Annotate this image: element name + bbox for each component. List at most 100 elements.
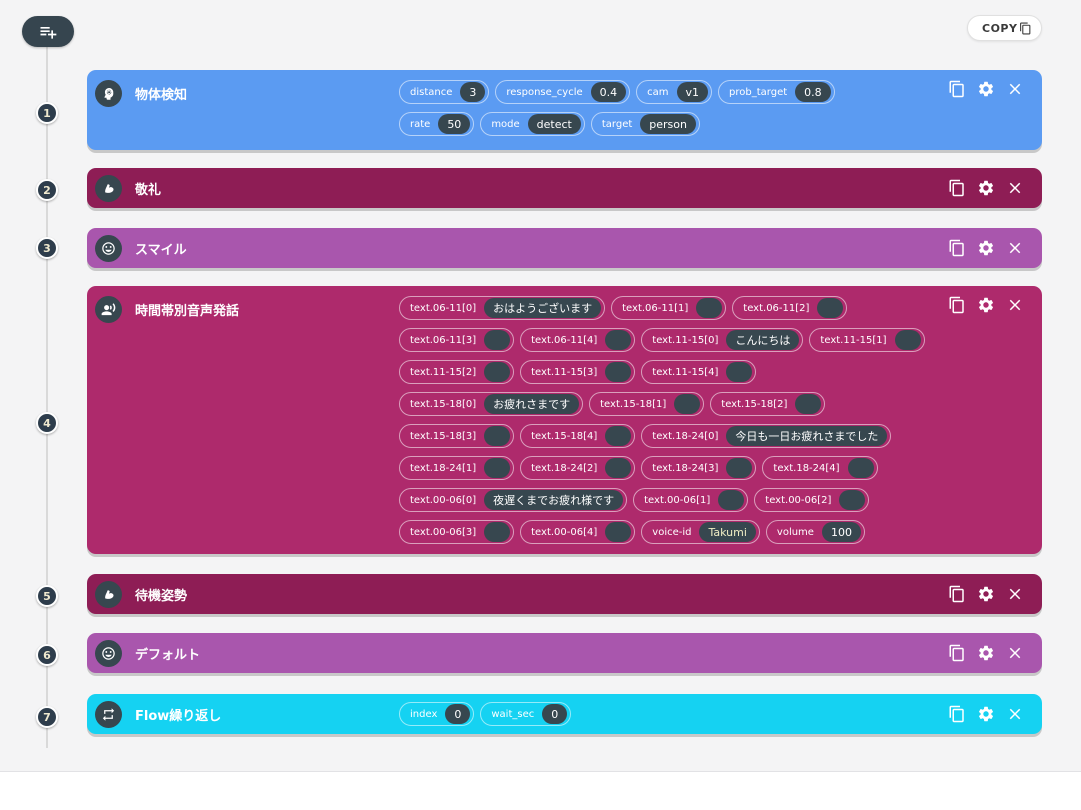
param-pill[interactable]: voice-id Takumi (641, 520, 760, 544)
param-pill[interactable]: text.06-11[2] (732, 296, 848, 320)
param-pill[interactable]: text.15-18[1] (589, 392, 705, 416)
param-pill[interactable]: text.06-11[4] (520, 328, 636, 352)
flow-card-object-detection[interactable]: 物体検知 distance 3 response_cycle 0.4 cam v… (87, 70, 1042, 150)
flow-card-time-based-speech[interactable]: 時間帯別音声発話 text.06-11[0] おはようございます text.06… (87, 286, 1042, 554)
param-pill[interactable]: text.18-24[1] (399, 456, 515, 480)
param-pill[interactable]: wait_sec 0 (480, 702, 572, 726)
param-pill[interactable]: text.11-15[2] (399, 360, 515, 384)
param-pill[interactable]: text.11-15[1] (809, 328, 925, 352)
flow-card-salute[interactable]: 敬礼 (87, 168, 1042, 208)
gear-icon[interactable] (977, 179, 995, 197)
param-pill[interactable]: text.18-24[2] (520, 456, 636, 480)
flow-card-smile[interactable]: スマイル (87, 228, 1042, 268)
param-value: detect (527, 114, 581, 134)
step-number-4: 4 (36, 412, 58, 434)
gear-icon[interactable] (977, 239, 995, 257)
param-value: 夜遅くまでお疲れ様です (484, 490, 624, 510)
param-pill[interactable]: text.18-24[4] (762, 456, 878, 480)
card-header: Flow繰り返し (87, 700, 399, 728)
param-pill[interactable]: volume 100 (765, 520, 865, 544)
param-pill[interactable]: prob_target 0.8 (718, 80, 835, 104)
param-list: text.06-11[0] おはようございます text.06-11[1] te… (399, 286, 944, 554)
param-pill[interactable]: text.06-11[0] おはようございます (399, 296, 606, 320)
param-pill[interactable]: text.11-15[3] (520, 360, 636, 384)
param-pill[interactable]: text.00-06[0] 夜遅くまでお疲れ様です (399, 488, 628, 512)
duplicate-icon[interactable] (948, 644, 966, 662)
param-pill[interactable]: text.06-11[1] (611, 296, 727, 320)
param-pill[interactable]: text.06-11[3] (399, 328, 515, 352)
param-value: 0.4 (590, 82, 627, 102)
gear-icon[interactable] (977, 296, 995, 314)
gear-icon[interactable] (977, 705, 995, 723)
param-value: 今日も一日お疲れさまでした (726, 426, 888, 446)
close-icon[interactable] (1006, 179, 1024, 197)
duplicate-icon[interactable] (948, 80, 966, 98)
param-value (605, 522, 632, 542)
add-node-button[interactable] (22, 16, 74, 47)
param-value: 0.8 (795, 82, 831, 102)
flow-card-flow-repeat[interactable]: Flow繰り返し index 0 wait_sec 0 (87, 694, 1042, 734)
param-pill[interactable]: text.11-15[0] こんにちは (641, 328, 804, 352)
param-label: text.06-11[3] (410, 334, 477, 346)
param-pill[interactable]: target person (590, 112, 700, 136)
param-value (605, 330, 632, 350)
close-icon[interactable] (1006, 705, 1024, 723)
param-pill[interactable]: text.15-18[2] (710, 392, 826, 416)
param-pill[interactable]: text.15-18[3] (399, 424, 515, 448)
param-pill[interactable]: response_cycle 0.4 (495, 80, 631, 104)
param-value (484, 330, 511, 350)
duplicate-icon[interactable] (948, 585, 966, 603)
voice-speech-icon (95, 296, 122, 323)
param-pill[interactable]: cam v1 (636, 80, 713, 104)
gear-icon[interactable] (977, 585, 995, 603)
param-pill[interactable]: text.00-06[3] (399, 520, 515, 544)
gear-icon[interactable] (977, 80, 995, 98)
card-header: 待機姿勢 (87, 580, 399, 608)
duplicate-icon[interactable] (948, 705, 966, 723)
param-label: target (601, 118, 633, 130)
param-pill[interactable]: text.18-24[0] 今日も一日お疲れさまでした (641, 424, 892, 448)
param-label: text.15-18[1] (600, 398, 667, 410)
card-actions (948, 705, 1042, 723)
param-pill[interactable]: text.18-24[3] (641, 456, 757, 480)
duplicate-icon[interactable] (948, 239, 966, 257)
copy-flow-button[interactable]: COPY (967, 15, 1043, 41)
gear-icon[interactable] (977, 644, 995, 662)
param-pill[interactable]: distance 3 (399, 80, 490, 104)
close-icon[interactable] (1006, 585, 1024, 603)
param-pill[interactable]: mode detect (480, 112, 585, 136)
card-title: 敬礼 (135, 182, 162, 198)
close-icon[interactable] (1006, 239, 1024, 257)
param-label: text.15-18[0] (410, 398, 477, 410)
param-label: rate (410, 118, 431, 130)
close-icon[interactable] (1006, 644, 1024, 662)
param-pill[interactable]: index 0 (399, 702, 475, 726)
param-pill[interactable]: text.00-06[1] (633, 488, 749, 512)
card-title: デフォルト (135, 647, 201, 663)
param-pill[interactable]: text.15-18[0] お疲れさまです (399, 392, 584, 416)
param-pill[interactable]: text.11-15[4] (641, 360, 757, 384)
duplicate-icon[interactable] (948, 296, 966, 314)
param-pill[interactable]: rate 50 (399, 112, 475, 136)
param-value: おはようございます (484, 298, 602, 318)
close-icon[interactable] (1006, 296, 1024, 314)
param-value: こんにちは (726, 330, 800, 350)
param-label: index (410, 708, 438, 720)
duplicate-icon[interactable] (948, 179, 966, 197)
flow-card-standby-pose[interactable]: 待機姿勢 (87, 574, 1042, 614)
param-pill[interactable]: text.00-06[2] (754, 488, 870, 512)
param-pill[interactable]: text.15-18[4] (520, 424, 636, 448)
card-actions (948, 296, 1042, 314)
param-label: text.11-15[0] (652, 334, 719, 346)
card-header: デフォルト (87, 639, 399, 667)
param-value (696, 298, 723, 318)
param-label: wait_sec (491, 708, 535, 720)
param-pill[interactable]: text.00-06[4] (520, 520, 636, 544)
step-label: 5 (43, 589, 51, 603)
param-value: person (640, 114, 696, 134)
param-label: text.15-18[2] (721, 398, 788, 410)
flow-card-default[interactable]: デフォルト (87, 633, 1042, 673)
param-label: text.00-06[1] (644, 494, 711, 506)
close-icon[interactable] (1006, 80, 1024, 98)
param-value: 100 (821, 522, 861, 542)
